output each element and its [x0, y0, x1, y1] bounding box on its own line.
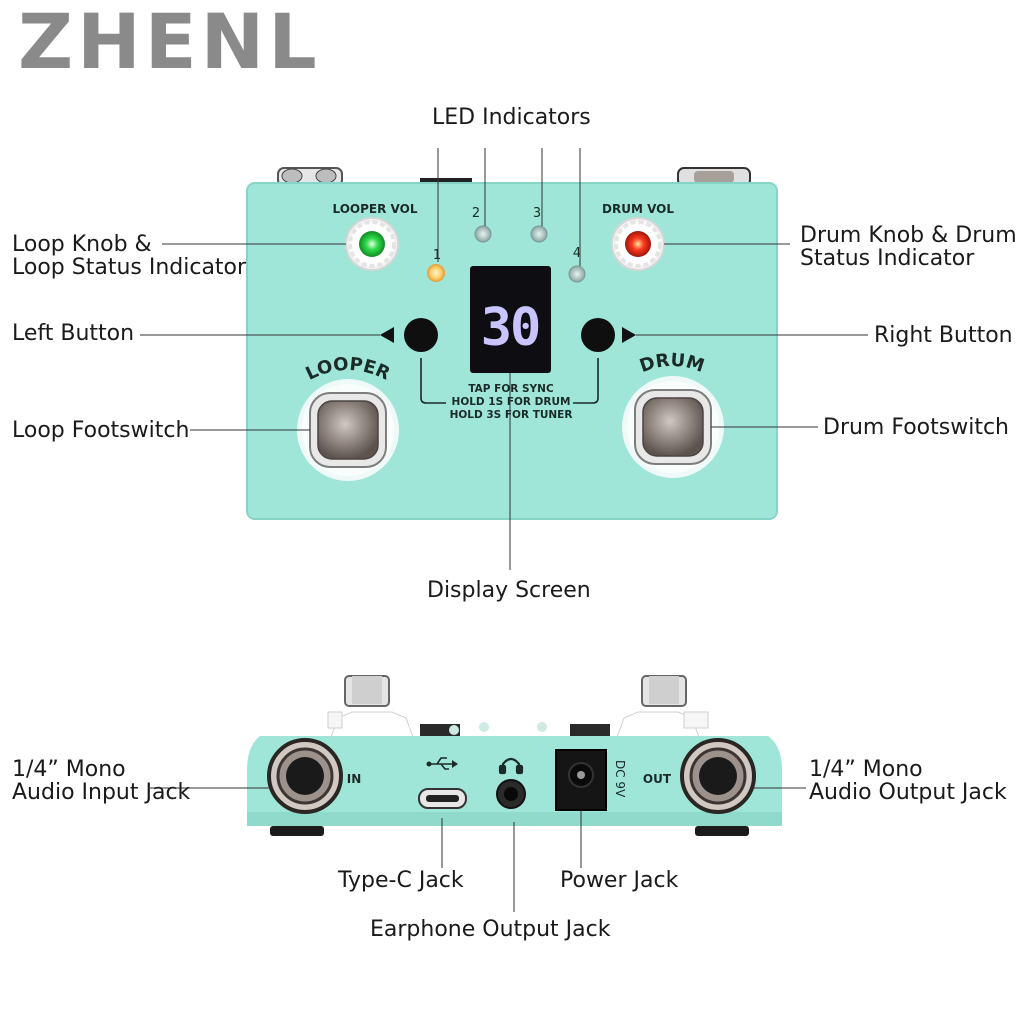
left-button[interactable]	[404, 318, 438, 352]
rear-knob-right	[615, 675, 709, 741]
label-input-jack-line1: 1/4” Mono	[12, 757, 126, 782]
rear-led	[537, 722, 547, 732]
label-left-button: Left Button	[12, 321, 135, 346]
drum-status-led	[625, 231, 651, 257]
top-jack-left	[277, 167, 343, 187]
looper-knob[interactable]	[345, 217, 399, 271]
rear-led	[449, 725, 459, 735]
input-jack[interactable]	[267, 738, 343, 814]
right-arrow-icon	[622, 327, 636, 343]
label-output-jack-line2: Audio Output Jack	[809, 780, 1007, 805]
output-jack-label: OUT	[643, 772, 672, 786]
drum-footswitch[interactable]	[622, 376, 724, 478]
label-display-screen: Display Screen	[427, 578, 591, 603]
input-jack-label: IN	[347, 772, 362, 786]
led-indicator-3	[530, 225, 548, 243]
led-indicator-1	[427, 264, 445, 282]
headphone-icon	[498, 757, 524, 775]
label-output-jack: 1/4” Mono Audio Output Jack	[809, 758, 1007, 804]
power-jack[interactable]	[555, 749, 607, 811]
instruction-sync: TAP FOR SYNC	[468, 383, 554, 395]
label-output-jack-line1: 1/4” Mono	[809, 757, 923, 782]
label-loop-footswitch: Loop Footswitch	[12, 418, 190, 443]
top-jack-right	[677, 167, 751, 187]
earphone-jack[interactable]	[496, 779, 526, 809]
label-input-jack-line2: Audio Input Jack	[12, 780, 191, 805]
drum-vol-label: DRUM VOL	[602, 202, 674, 216]
rear-led	[479, 722, 489, 732]
label-led-indicators: LED Indicators	[432, 105, 591, 130]
rubber-foot-left	[270, 826, 324, 836]
loop-status-led	[359, 231, 385, 257]
label-drum-knob-line1: Drum Knob & Drum	[800, 223, 1017, 248]
label-drum-knob: Drum Knob & Drum Status Indicator	[800, 224, 1017, 270]
left-arrow-icon	[380, 327, 394, 343]
rear-connector-right	[570, 724, 610, 738]
rubber-foot-right	[695, 826, 749, 836]
led-number-1: 1	[433, 248, 441, 263]
instruction-tuner: HOLD 3S FOR TUNER	[450, 409, 573, 421]
display-screen: 30	[470, 266, 551, 373]
bracket-left	[420, 358, 446, 404]
led-indicator-2	[474, 225, 492, 243]
label-loop-knob-line2: Loop Status Indicator	[12, 255, 247, 280]
dc-9v-label: DC 9V	[613, 760, 627, 798]
brand-watermark: ZHENL	[18, 0, 321, 86]
typec-jack[interactable]	[418, 788, 467, 809]
output-jack[interactable]	[680, 738, 756, 814]
callout-lines-top	[140, 148, 868, 570]
instruction-drum: HOLD 1S FOR DRUM	[452, 396, 571, 408]
label-drum-knob-line2: Status Indicator	[800, 246, 975, 271]
looper-vol-label: LOOPER VOL	[333, 202, 418, 216]
led-number-3: 3	[533, 206, 541, 221]
loop-footswitch[interactable]	[297, 379, 399, 481]
rear-knob-left	[327, 675, 415, 741]
label-input-jack: 1/4” Mono Audio Input Jack	[12, 758, 190, 804]
label-loop-knob-line1: Loop Knob &	[12, 232, 152, 257]
label-typec-jack: Type-C Jack	[338, 868, 464, 893]
callout-lines-bottom	[150, 787, 806, 912]
right-button[interactable]	[581, 318, 615, 352]
label-loop-knob: Loop Knob & Loop Status Indicator	[12, 233, 246, 279]
display-value: 30	[481, 298, 540, 358]
led-number-2: 2	[472, 206, 480, 221]
label-earphone-jack: Earphone Output Jack	[370, 917, 611, 942]
label-power-jack: Power Jack	[560, 868, 679, 893]
led-indicator-4	[568, 265, 586, 283]
usb-icon	[426, 757, 458, 770]
label-drum-footswitch: Drum Footswitch	[823, 415, 1010, 440]
drum-knob[interactable]	[611, 217, 665, 271]
led-number-4: 4	[573, 246, 581, 261]
bracket-right	[573, 358, 599, 404]
label-right-button: Right Button	[874, 323, 1013, 348]
